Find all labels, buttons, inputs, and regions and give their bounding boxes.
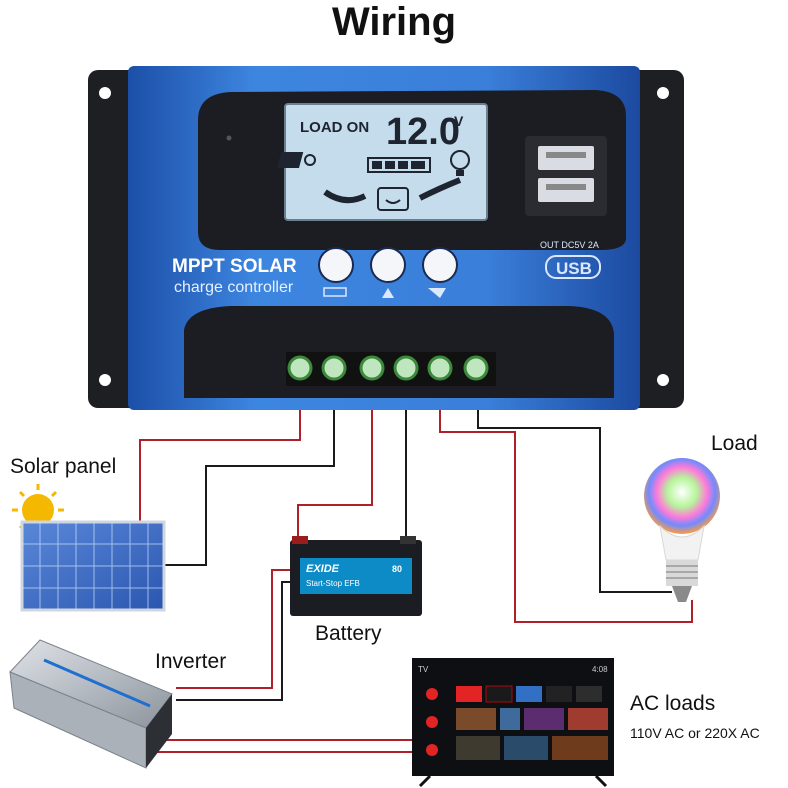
- terminal-battery-negative[interactable]: [393, 355, 419, 381]
- brand-line2: charge controller: [174, 279, 294, 296]
- lcd-sun-panel-icon: [276, 152, 316, 168]
- page-title: Wiring: [331, 0, 457, 44]
- wire-inverter-negative: [176, 581, 290, 701]
- wire-solar-negative: [162, 380, 335, 566]
- terminal-block: [286, 352, 496, 386]
- terminal-load-positive[interactable]: [427, 355, 453, 381]
- tv: TV 4:08: [412, 658, 614, 788]
- bulb-icon: [644, 458, 720, 602]
- lcd-unit: V: [454, 113, 464, 129]
- terminal-solar-negative[interactable]: [321, 355, 347, 381]
- tv-thumb-grid: [456, 708, 608, 760]
- usb-label: USB: [556, 259, 592, 278]
- tv-app-row: [456, 685, 602, 703]
- tv-corner: TV: [418, 665, 429, 674]
- lcd-value: 12.0: [386, 111, 460, 153]
- inverter-label: Inverter: [155, 650, 227, 673]
- terminal-solar-positive[interactable]: [287, 355, 313, 381]
- usb-output-label: OUT DC5V 2A: [540, 240, 599, 250]
- terminal-load-negative[interactable]: [463, 355, 489, 381]
- load-label: Load: [711, 432, 758, 455]
- down-button[interactable]: [422, 247, 458, 298]
- solar-panel: [12, 484, 166, 612]
- brand-line1: MPPT SOLAR: [172, 256, 297, 277]
- ac-loads-sublabel: 110V AC or 220X AC: [630, 725, 760, 741]
- wires: [139, 380, 693, 753]
- lcd-flow-arrows-icon: [323, 177, 462, 211]
- wire-load-positive: [439, 380, 693, 623]
- battery-brand: EXIDE: [306, 563, 340, 575]
- wire-load-negative: [477, 380, 672, 593]
- terminal-battery-positive[interactable]: [359, 355, 385, 381]
- wire-inverter-positive: [176, 569, 290, 689]
- solar-panel-label: Solar panel: [10, 455, 117, 478]
- lcd-battery-level-icon: [367, 157, 431, 173]
- usb-badge: [545, 255, 601, 279]
- charge-controller: LOAD ON 12.0 V OUT DC5: [88, 66, 684, 410]
- battery-capacity: 80: [392, 564, 402, 574]
- wire-battery-positive: [297, 380, 373, 540]
- inverter: [9, 639, 173, 769]
- battery: EXIDE Start-Stop EFB 80: [290, 536, 422, 616]
- lcd-status: LOAD ON: [300, 119, 369, 136]
- battery-sub: Start-Stop EFB: [306, 579, 360, 588]
- up-button[interactable]: [370, 247, 406, 298]
- tv-time: 4:08: [592, 665, 608, 674]
- battery-label: Battery: [315, 622, 382, 645]
- menu-button[interactable]: [318, 247, 354, 297]
- ac-loads-label: AC loads: [630, 692, 716, 715]
- lcd-bulb-icon: [450, 150, 470, 176]
